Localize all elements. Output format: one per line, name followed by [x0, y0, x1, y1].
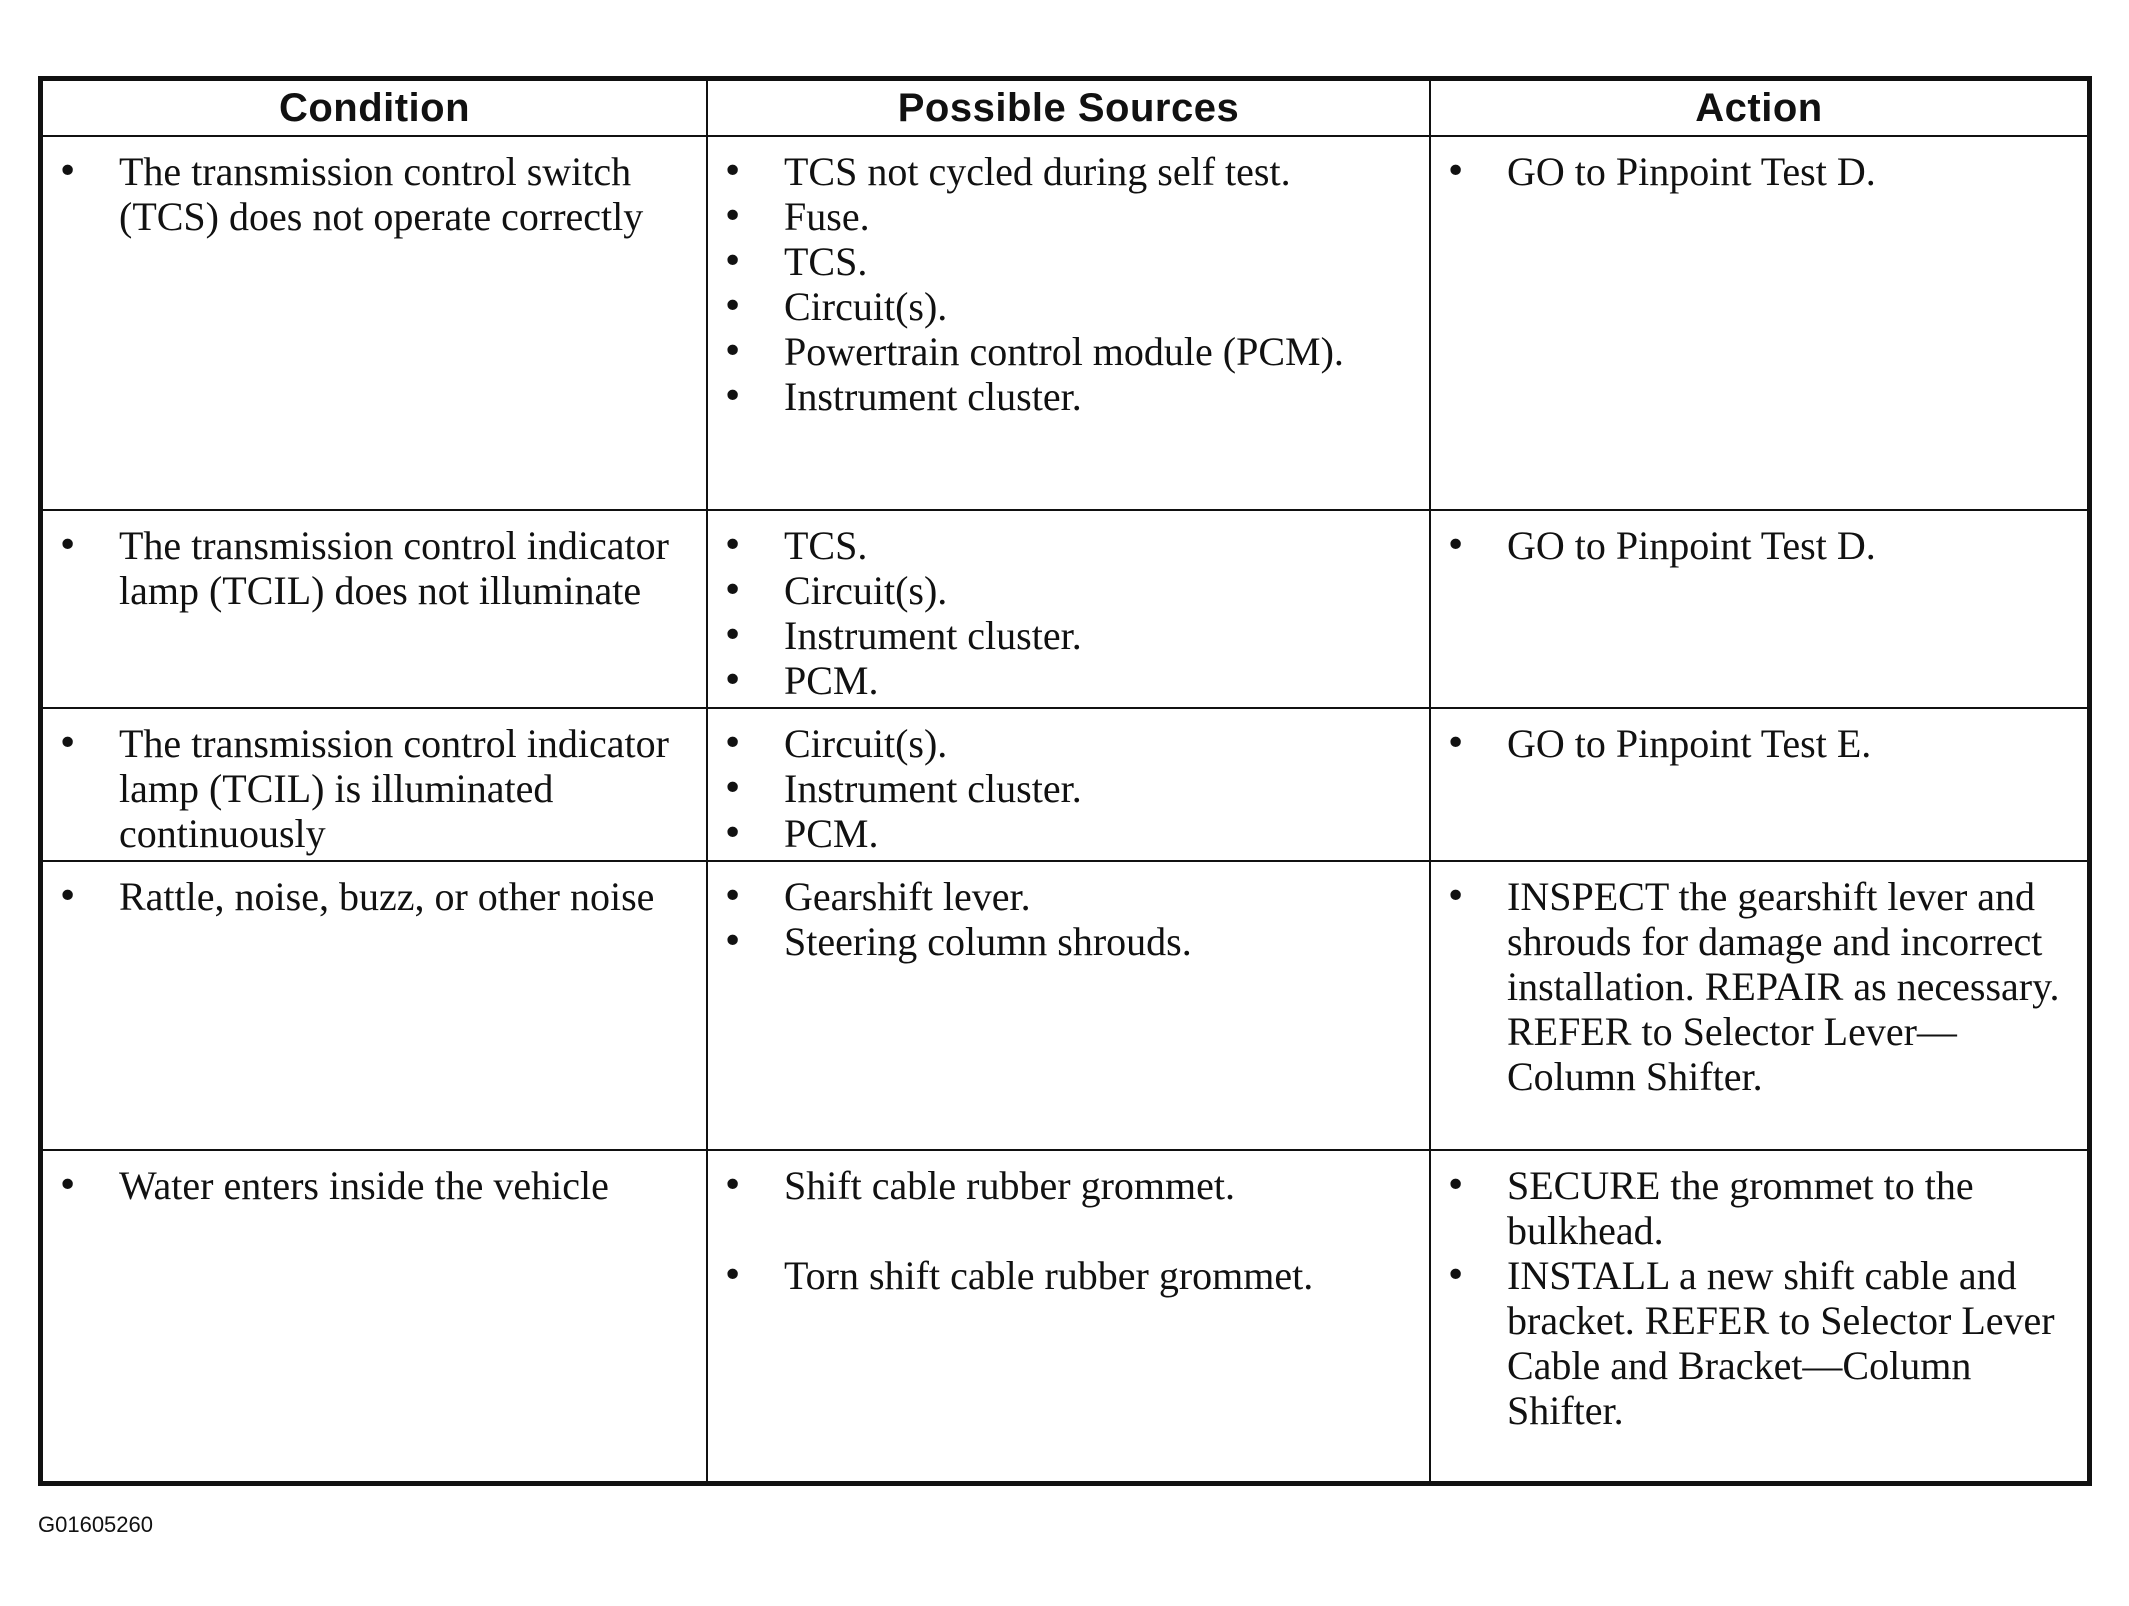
condition-list: Water enters inside the vehicle — [43, 1151, 706, 1208]
action-cell: INSPECT the gearshift lever and shrouds … — [1429, 860, 2089, 1151]
sources-cell: Circuit(s). Instrument cluster. PCM. — [706, 707, 1431, 862]
sources-cell: TCS not cycled during self test. Fuse. T… — [706, 135, 1431, 511]
list-item: The transmission control indicator lamp … — [43, 523, 682, 613]
condition-cell: The transmission control switch (TCS) do… — [41, 135, 708, 511]
list-item: Circuit(s). — [708, 284, 1405, 329]
list-item: GO to Pinpoint Test D. — [1431, 523, 2063, 568]
action-list: SECURE the grommet to the bulkhead. INST… — [1431, 1151, 2087, 1433]
list-item: The transmission control indicator lamp … — [43, 721, 682, 856]
list-item: TCS. — [708, 523, 1405, 568]
condition-list: The transmission control indicator lamp … — [43, 511, 706, 613]
list-item: GO to Pinpoint Test E. — [1431, 721, 2063, 766]
condition-list: The transmission control switch (TCS) do… — [43, 137, 706, 239]
figure-id: G01605260 — [38, 1512, 153, 1537]
sources-cell: TCS. Circuit(s). Instrument cluster. PCM… — [706, 509, 1431, 709]
sources-list: Shift cable rubber grommet. Torn shift c… — [708, 1151, 1429, 1298]
list-item: Circuit(s). — [708, 568, 1405, 613]
sources-cell: Shift cable rubber grommet. Torn shift c… — [706, 1149, 1431, 1483]
action-cell: SECURE the grommet to the bulkhead. INST… — [1429, 1149, 2089, 1483]
sources-cell: Gearshift lever. Steering column shrouds… — [706, 860, 1431, 1151]
table-row: Rattle, noise, buzz, or other noise Gear… — [41, 860, 2089, 1151]
action-list: GO to Pinpoint Test D. — [1431, 137, 2087, 194]
list-item: SECURE the grommet to the bulkhead. — [1431, 1163, 2063, 1253]
diagnosis-table-frame: Condition Possible Sources Action The tr… — [38, 76, 2092, 1486]
condition-cell: The transmission control indicator lamp … — [41, 509, 708, 709]
action-list: GO to Pinpoint Test E. — [1431, 709, 2087, 766]
list-item: Steering column shrouds. — [708, 919, 1405, 964]
action-list: INSPECT the gearshift lever and shrouds … — [1431, 862, 2087, 1099]
table-row: The transmission control indicator lamp … — [41, 707, 2089, 862]
diagnosis-table: Condition Possible Sources Action The tr… — [41, 79, 2089, 1483]
list-item: Instrument cluster. — [708, 374, 1405, 419]
sources-list: TCS not cycled during self test. Fuse. T… — [708, 137, 1429, 419]
condition-cell: Rattle, noise, buzz, or other noise — [41, 860, 708, 1151]
list-item: Gearshift lever. — [708, 874, 1405, 919]
table-row: The transmission control indicator lamp … — [41, 509, 2089, 709]
action-cell: GO to Pinpoint Test D. — [1429, 509, 2089, 709]
list-item: PCM. — [708, 658, 1405, 703]
list-item: Shift cable rubber grommet. — [708, 1163, 1405, 1208]
list-item: PCM. — [708, 811, 1405, 856]
table-row: Water enters inside the vehicle Shift ca… — [41, 1149, 2089, 1483]
condition-cell: Water enters inside the vehicle — [41, 1149, 708, 1483]
list-item: Torn shift cable rubber grommet. — [708, 1253, 1405, 1298]
sources-list: Circuit(s). Instrument cluster. PCM. — [708, 709, 1429, 856]
list-item: Water enters inside the vehicle — [43, 1163, 682, 1208]
list-item: GO to Pinpoint Test D. — [1431, 149, 2063, 194]
condition-list: Rattle, noise, buzz, or other noise — [43, 862, 706, 919]
list-item: TCS. — [708, 239, 1405, 284]
list-item: Fuse. — [708, 194, 1405, 239]
sources-list: Gearshift lever. Steering column shrouds… — [708, 862, 1429, 964]
header-possible-sources: Possible Sources — [706, 79, 1431, 137]
list-item: Rattle, noise, buzz, or other noise — [43, 874, 682, 919]
table-row: The transmission control switch (TCS) do… — [41, 135, 2089, 511]
action-list: GO to Pinpoint Test D. — [1431, 511, 2087, 568]
list-item: Powertrain control module (PCM). — [708, 329, 1405, 374]
list-item: INSTALL a new shift cable and bracket. R… — [1431, 1253, 2063, 1433]
list-item: Instrument cluster. — [708, 766, 1405, 811]
header-condition: Condition — [41, 79, 708, 137]
action-cell: GO to Pinpoint Test D. — [1429, 135, 2089, 511]
list-item: The transmission control switch (TCS) do… — [43, 149, 682, 239]
condition-cell: The transmission control indicator lamp … — [41, 707, 708, 862]
action-cell: GO to Pinpoint Test E. — [1429, 707, 2089, 862]
list-item: Circuit(s). — [708, 721, 1405, 766]
list-item: Instrument cluster. — [708, 613, 1405, 658]
header-action: Action — [1429, 79, 2089, 137]
list-item: TCS not cycled during self test. — [708, 149, 1405, 194]
header-row: Condition Possible Sources Action — [41, 79, 2089, 137]
condition-list: The transmission control indicator lamp … — [43, 709, 706, 856]
sources-list: TCS. Circuit(s). Instrument cluster. PCM… — [708, 511, 1429, 703]
list-item: INSPECT the gearshift lever and shrouds … — [1431, 874, 2063, 1099]
